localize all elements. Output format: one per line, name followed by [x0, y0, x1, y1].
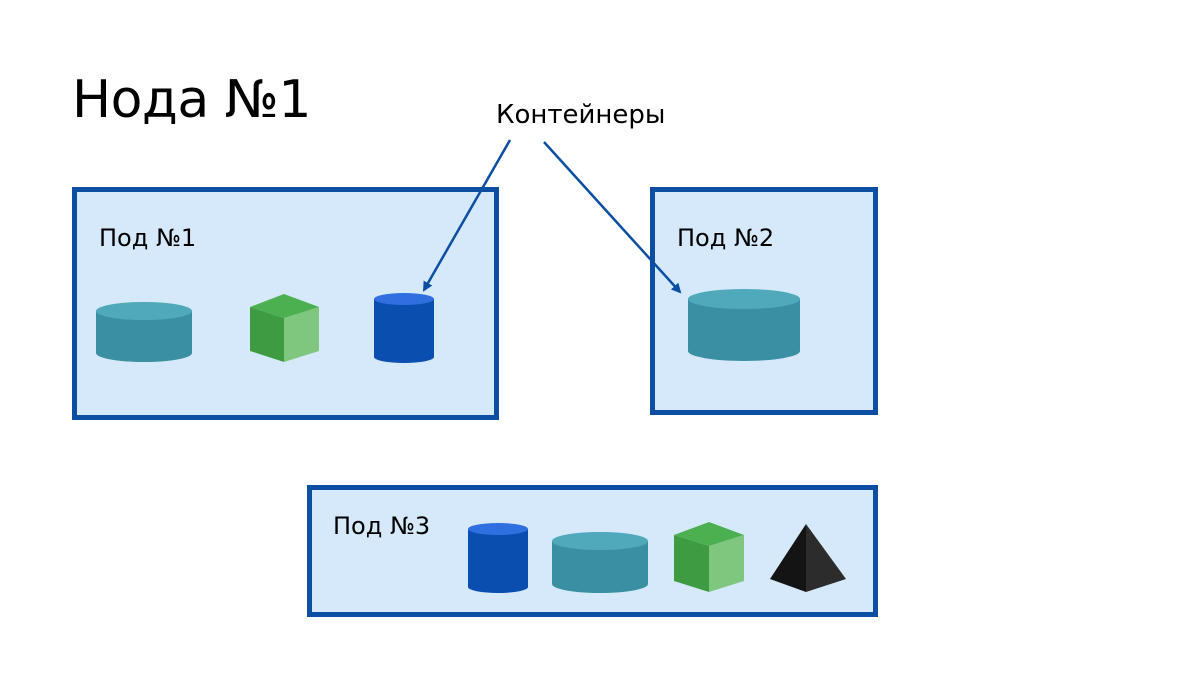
pod-2: Под №2: [650, 187, 878, 415]
containers-annotation: Контейнеры: [496, 100, 666, 130]
pod-3: Под №3: [307, 485, 878, 617]
pod-3-label: Под №3: [333, 512, 431, 540]
pod-2-label: Под №2: [677, 224, 775, 252]
node-title: Нода №1: [72, 70, 311, 130]
pod-1-label: Под №1: [99, 224, 197, 252]
pod-1: Под №1: [72, 187, 499, 420]
